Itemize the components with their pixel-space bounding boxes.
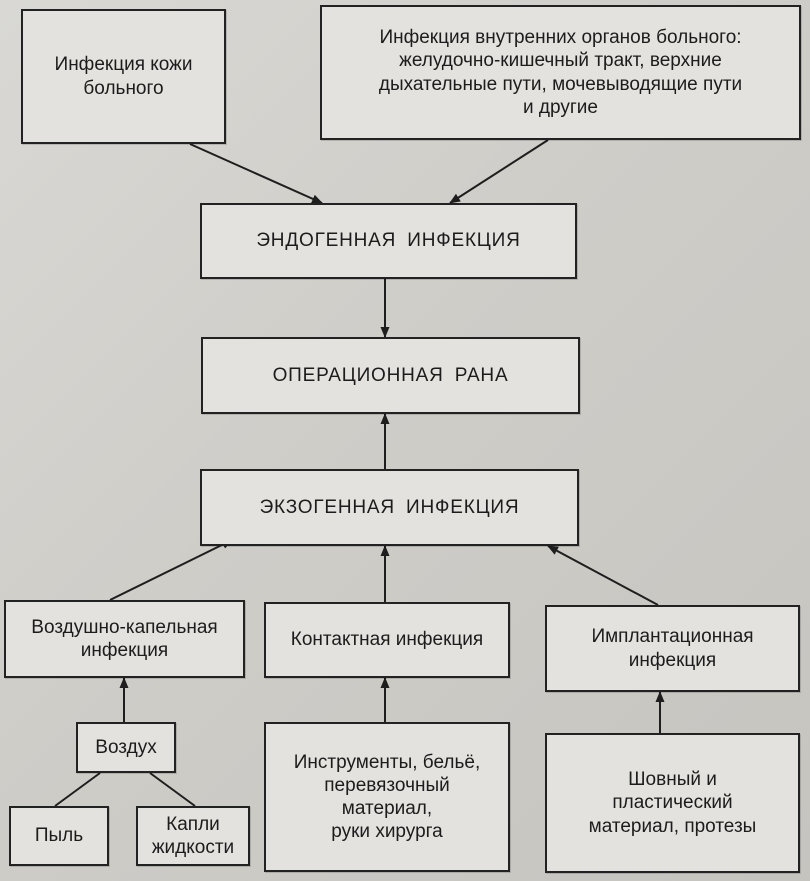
node-internal-infection: Инфекция внутренних органов больного: же… — [320, 5, 801, 140]
node-contact-label: Контактная инфекция — [290, 629, 484, 651]
node-operative-wound: ОПЕРАЦИОННАЯ РАНА — [201, 337, 580, 414]
node-dust: Пыль — [9, 806, 109, 866]
node-droplets-label: Капли жидкости — [151, 813, 235, 858]
node-contact-infection: Контактная инфекция — [264, 602, 510, 678]
arrow-airborne-to-exogenous — [109, 539, 233, 601]
arrow-skin-to-endogenous — [189, 143, 323, 204]
node-air: Воздух — [76, 722, 176, 773]
node-skin-infection: Инфекция кожи больного — [21, 9, 226, 144]
node-implantation-infection: Имплантационная инфекция — [545, 605, 800, 692]
node-dust-label: Пыль — [34, 825, 84, 847]
node-droplets: Капли жидкости — [136, 806, 250, 866]
node-implantation-label: Имплантационная инфекция — [591, 626, 754, 671]
node-skin-infection-label: Инфекция кожи больного — [54, 54, 193, 99]
node-endogenous-infection: ЭНДОГЕННАЯ ИНФЕКЦИЯ — [200, 203, 577, 279]
arrow-internal-to-endogenous — [449, 139, 549, 204]
node-airborne-label: Воздушно-капельная инфекция — [31, 616, 218, 661]
node-exogenous-label: ЭКЗОГЕННАЯ ИНФЕКЦИЯ — [259, 496, 520, 518]
node-instruments-label: Инструменты, бельё, перевязочный материа… — [293, 751, 481, 843]
node-internal-infection-label: Инфекция внутренних органов больного: же… — [378, 27, 743, 118]
node-exogenous-infection: ЭКЗОГЕННАЯ ИНФЕКЦИЯ — [200, 469, 579, 546]
node-endogenous-label: ЭНДОГЕННАЯ ИНФЕКЦИЯ — [256, 230, 521, 252]
node-suture-label: Шовный и пластический материал, протезы — [588, 769, 757, 837]
node-suture-material: Шовный и пластический материал, протезы — [545, 733, 800, 873]
node-air-label: Воздух — [95, 736, 157, 758]
arrow-implantation-to-exogenous — [547, 545, 659, 606]
line-dust-to-air — [54, 772, 101, 807]
node-instruments: Инструменты, бельё, перевязочный материа… — [264, 722, 510, 872]
line-droplets-to-air — [149, 772, 196, 807]
node-operative-wound-label: ОПЕРАЦИОННАЯ РАНА — [272, 364, 509, 386]
node-airborne-infection: Воздушно-капельная инфекция — [4, 600, 245, 678]
